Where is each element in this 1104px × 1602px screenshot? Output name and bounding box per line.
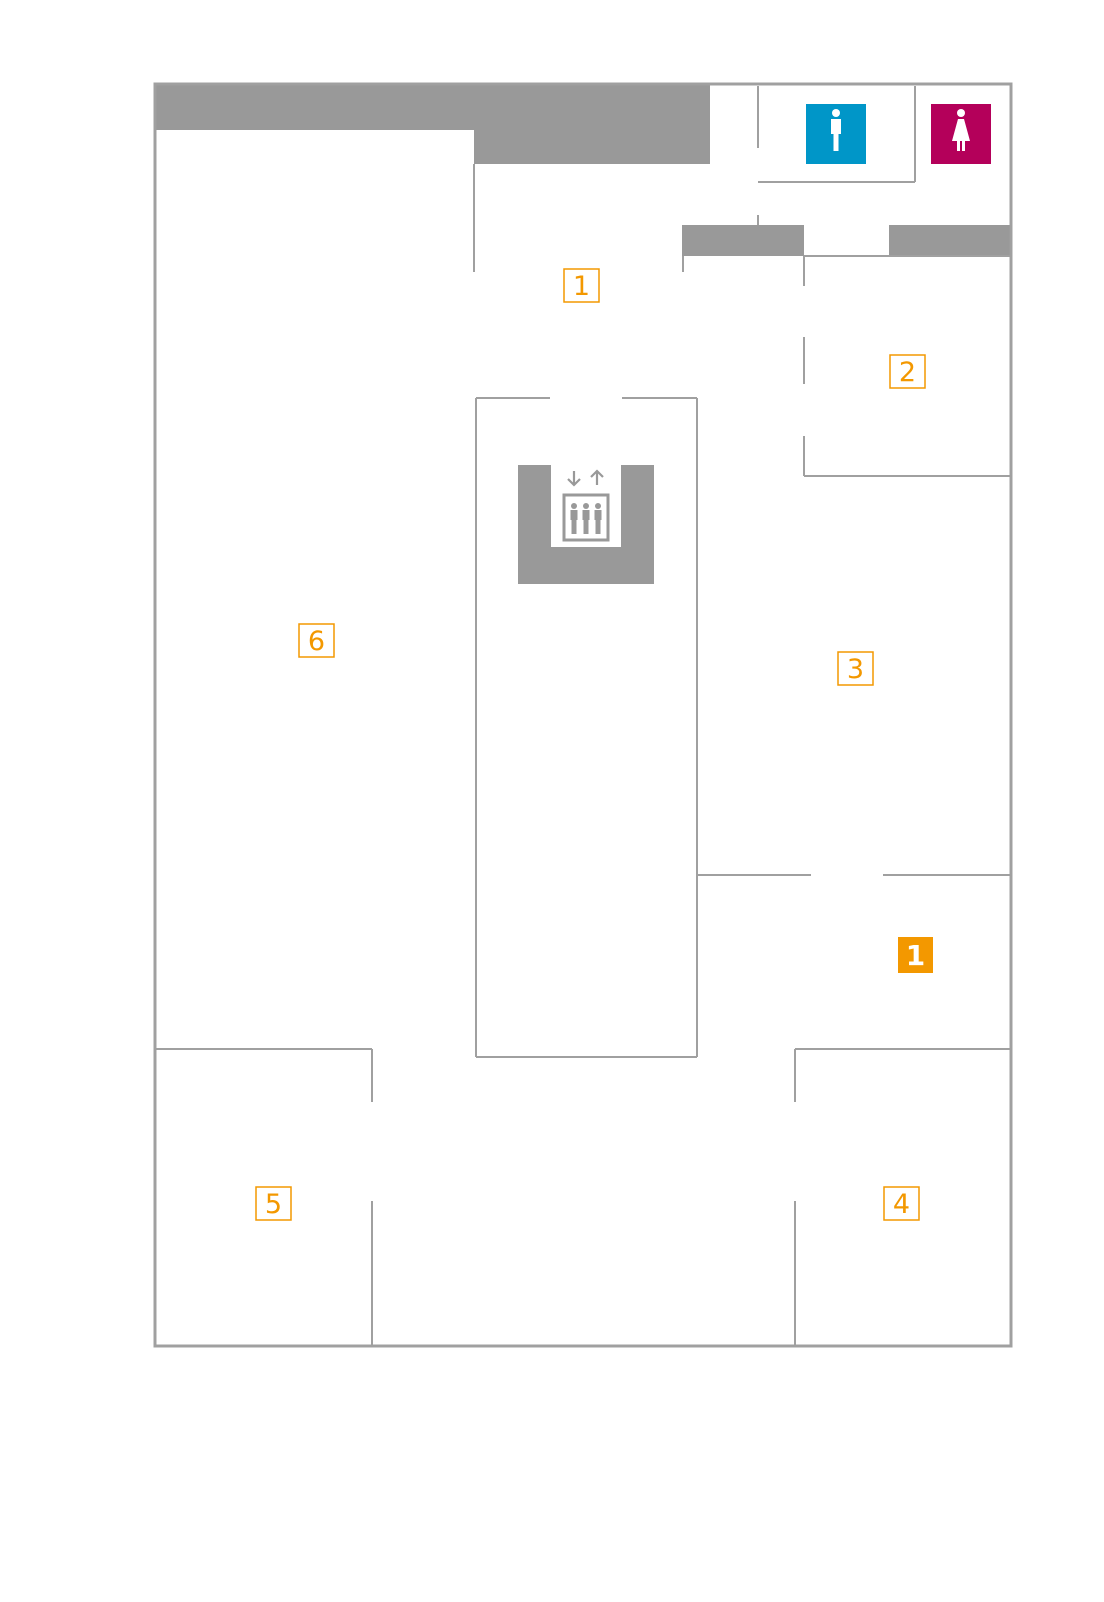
outer-boundary	[153, 82, 1013, 1348]
room-label-1[interactable]: 1	[563, 268, 600, 303]
mens-restroom-icon-head	[832, 109, 840, 117]
room-label-text: 4	[893, 1189, 910, 1220]
room-label-5[interactable]: 5	[255, 1186, 292, 1221]
floor-indicator: 1	[898, 937, 933, 973]
room-label-text: 6	[308, 626, 325, 657]
room-label-4[interactable]: 4	[883, 1186, 920, 1221]
womens-restroom-icon-body	[952, 119, 970, 151]
room-label-box	[889, 354, 926, 389]
corridor-wall-block-1	[682, 225, 804, 256]
womens-restroom-icon-head	[957, 109, 965, 117]
structural-blocks	[154, 84, 1011, 256]
corridor-wall-block-2	[889, 225, 1011, 256]
room-label-box	[837, 651, 874, 686]
room-label-6[interactable]: 6	[298, 623, 335, 658]
floor-indicator-box	[898, 937, 933, 973]
room-label-box	[298, 623, 335, 658]
top-wall-block-right	[474, 84, 710, 164]
room-label-3[interactable]: 3	[837, 651, 874, 686]
elevator-icon	[518, 465, 654, 584]
room-label-box	[255, 1186, 292, 1221]
elevator-car	[562, 493, 610, 542]
mens-restroom-icon	[806, 104, 866, 164]
interior-walls	[156, 86, 1011, 1345]
womens-restroom-icon	[931, 104, 991, 164]
floor-indicator-label: 1	[906, 939, 925, 972]
room-label-text: 1	[573, 271, 590, 302]
elevator-people	[570, 503, 602, 534]
elevator-arrows	[567, 469, 604, 487]
room-label-2[interactable]: 2	[889, 354, 926, 389]
room-label-text: 2	[899, 357, 916, 388]
room-label-box	[883, 1186, 920, 1221]
mens-restroom-icon-body	[831, 119, 841, 151]
room-label-box	[563, 268, 600, 303]
room-label-text: 3	[847, 654, 864, 685]
room-label-text: 5	[265, 1189, 282, 1220]
